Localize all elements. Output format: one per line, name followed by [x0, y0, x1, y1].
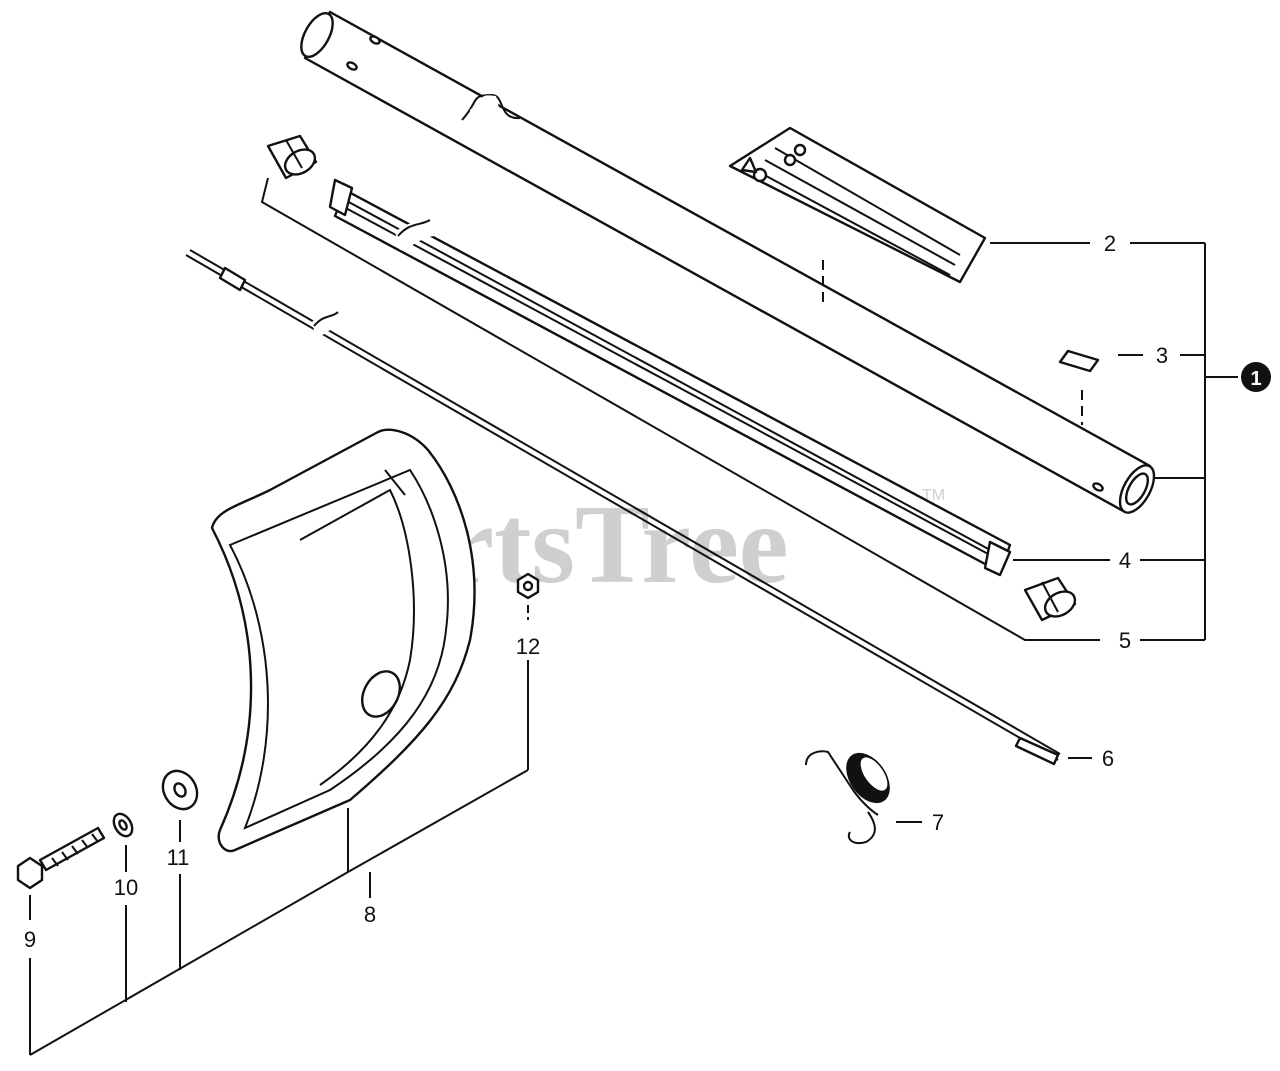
bolt-part-9[interactable] — [16, 826, 106, 890]
callout-2[interactable]: 2 — [1104, 231, 1116, 256]
callout-5[interactable]: 5 — [1119, 628, 1131, 653]
nut-part-12[interactable] — [516, 572, 540, 620]
callout-3[interactable]: 3 — [1156, 343, 1168, 368]
callout-12[interactable]: 12 — [516, 634, 540, 659]
callouts: 2 3 4 5 6 7 8 9 10 11 12 — [24, 231, 1168, 952]
callout-9[interactable]: 9 — [24, 927, 36, 952]
assembly-badge[interactable]: 1 — [1241, 362, 1271, 392]
callout-11[interactable]: 11 — [167, 845, 190, 870]
drive-shaft-part-6[interactable] — [185, 249, 1061, 766]
lock-washer-part-10[interactable] — [110, 811, 136, 840]
callout-4[interactable]: 4 — [1119, 548, 1131, 573]
bushing-upper[interactable] — [260, 134, 1100, 641]
callout-10[interactable]: 10 — [114, 875, 138, 900]
callout-8[interactable]: 8 — [364, 902, 376, 927]
hook-part-7[interactable] — [805, 745, 899, 844]
washer-part-11[interactable] — [156, 765, 204, 816]
bushing-lower[interactable] — [1023, 576, 1079, 622]
main-tube[interactable] — [295, 8, 1161, 518]
warning-label[interactable] — [728, 126, 987, 302]
shield-part-8[interactable] — [210, 428, 476, 872]
liner-part-4[interactable] — [328, 178, 1012, 577]
callout-7[interactable]: 7 — [932, 810, 944, 835]
callout-6[interactable]: 6 — [1102, 746, 1114, 771]
plate-part-3[interactable] — [1058, 349, 1100, 425]
leader-lines — [29, 242, 1238, 1056]
assembly-badge-number: 1 — [1250, 368, 1261, 390]
